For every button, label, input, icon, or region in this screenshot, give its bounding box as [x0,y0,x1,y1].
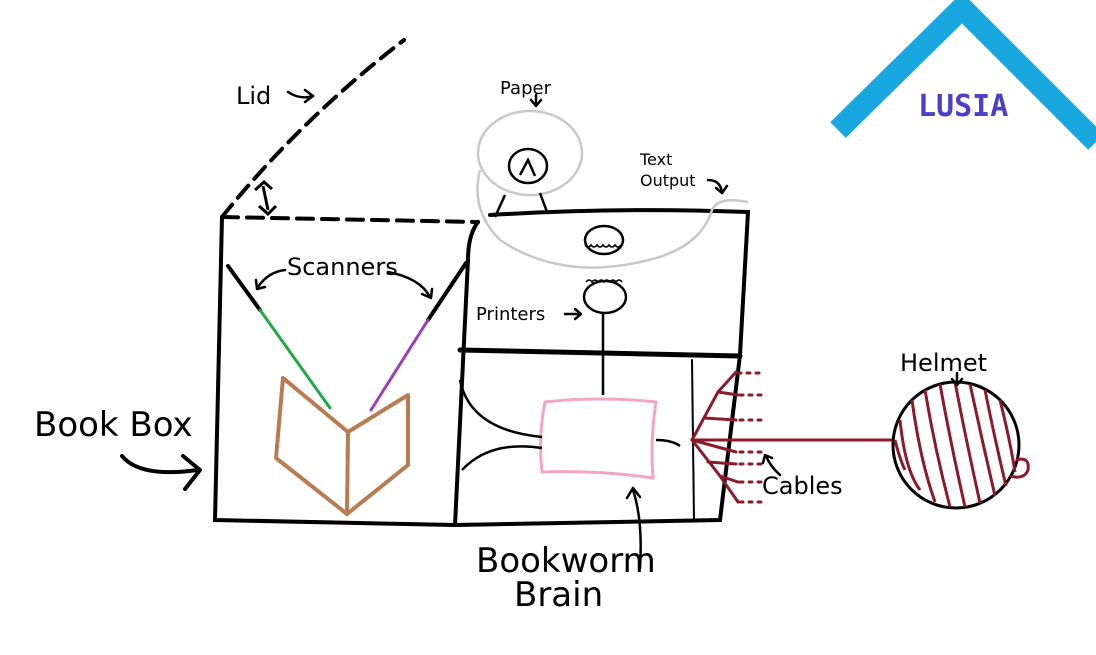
book-box-label: Book Box [34,405,193,445]
printer-bottom [582,279,628,395]
scanner-left [226,264,332,410]
lid-hinge-line [220,215,480,224]
text-output-label-1: Text [639,150,672,169]
helmet [891,380,1030,510]
printer-top [583,224,625,256]
book-box-arrow [120,454,200,475]
open-book [274,376,410,516]
book-box-divider [453,220,480,527]
brain-connections [458,379,681,471]
book-box [212,215,480,527]
brain-label-2: Brain [514,575,603,615]
text-output-label-2: Output [640,171,696,190]
paper-label: Paper [500,78,552,99]
text-output-arrow [706,178,724,194]
cables [690,370,895,504]
scanners-label: Scanners [287,253,398,281]
lid-open-arrow [254,180,278,217]
brain-label-1: Bookworm [476,541,656,581]
printers-label: Printers [476,304,545,325]
logo-text: LUSIA [918,89,1008,124]
scanners-arrow-right [386,270,432,299]
machine-body [453,208,751,527]
cables-arrow [764,454,782,477]
paper-roll [476,109,749,269]
cable-ends [736,371,764,504]
lusia-logo: LUSIA [830,0,1096,150]
paper-roll-core [493,147,549,218]
bookworm-brain [539,397,658,480]
machine-shelf [457,347,743,359]
annotation-arrows [120,88,964,570]
machine-outline [453,208,751,527]
helmet-label: Helmet [900,349,987,377]
lid [220,38,480,224]
brain-arrow [631,488,642,570]
book-box-outline [212,215,457,527]
lid-edge [220,38,406,219]
logo-roof-icon [830,0,1096,150]
lid-label: Lid [236,82,271,110]
scanners-arrow-left [256,268,287,289]
cables-label: Cables [762,472,843,500]
scanner-right [369,261,468,412]
